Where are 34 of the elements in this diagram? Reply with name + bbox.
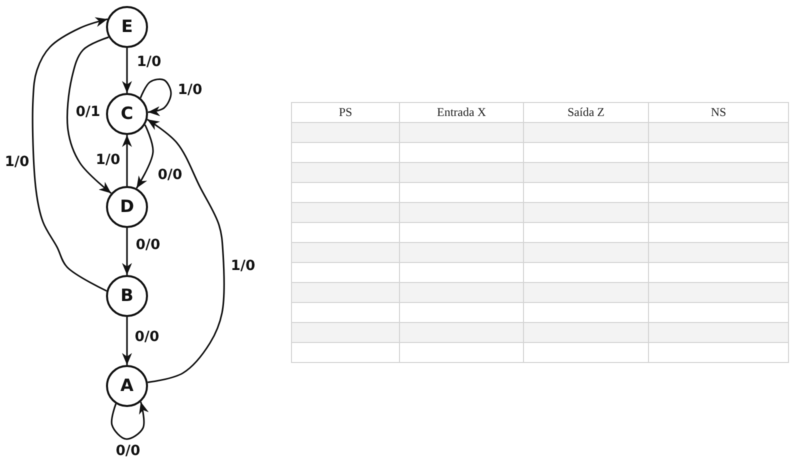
edge-label: 0/1 (74, 105, 102, 119)
state-label: E (121, 18, 133, 36)
edge-label: 0/0 (134, 238, 162, 252)
state-label: A (120, 378, 134, 394)
edge-label: 0/0 (114, 444, 142, 458)
column-header: Entrada X (436, 104, 487, 121)
edge-label: 1/0 (4, 155, 30, 169)
edge-label: 1/0 (136, 55, 162, 69)
edge-label: 1/0 (94, 153, 122, 167)
state-label: D (120, 198, 134, 216)
state-circle (106, 186, 148, 228)
transition-arrow (110, 402, 149, 440)
state-circle (106, 275, 148, 317)
state-label: B (120, 288, 134, 304)
column-header: Saída Z (566, 104, 606, 121)
transition-arrow (122, 48, 132, 93)
edge-label: 1/0 (230, 259, 256, 273)
transition-arrow (122, 228, 132, 275)
column-header: PS (338, 104, 354, 121)
edge-label: 0/0 (134, 330, 160, 344)
transition-arrow (32, 17, 108, 292)
transition-arrow (122, 317, 132, 365)
transition-arrow (140, 78, 172, 116)
transition-arrow (136, 124, 154, 189)
edge-label: 0/0 (156, 168, 184, 182)
transition-arrow (146, 118, 225, 384)
state-circle (106, 365, 148, 407)
state-circle (106, 93, 148, 135)
state-label: C (120, 106, 134, 122)
edge-label: 1/0 (176, 83, 204, 97)
transition-arrow (66, 36, 112, 194)
state-circle (106, 6, 148, 48)
transition-arrow (122, 135, 132, 186)
column-header: NS (710, 104, 728, 121)
